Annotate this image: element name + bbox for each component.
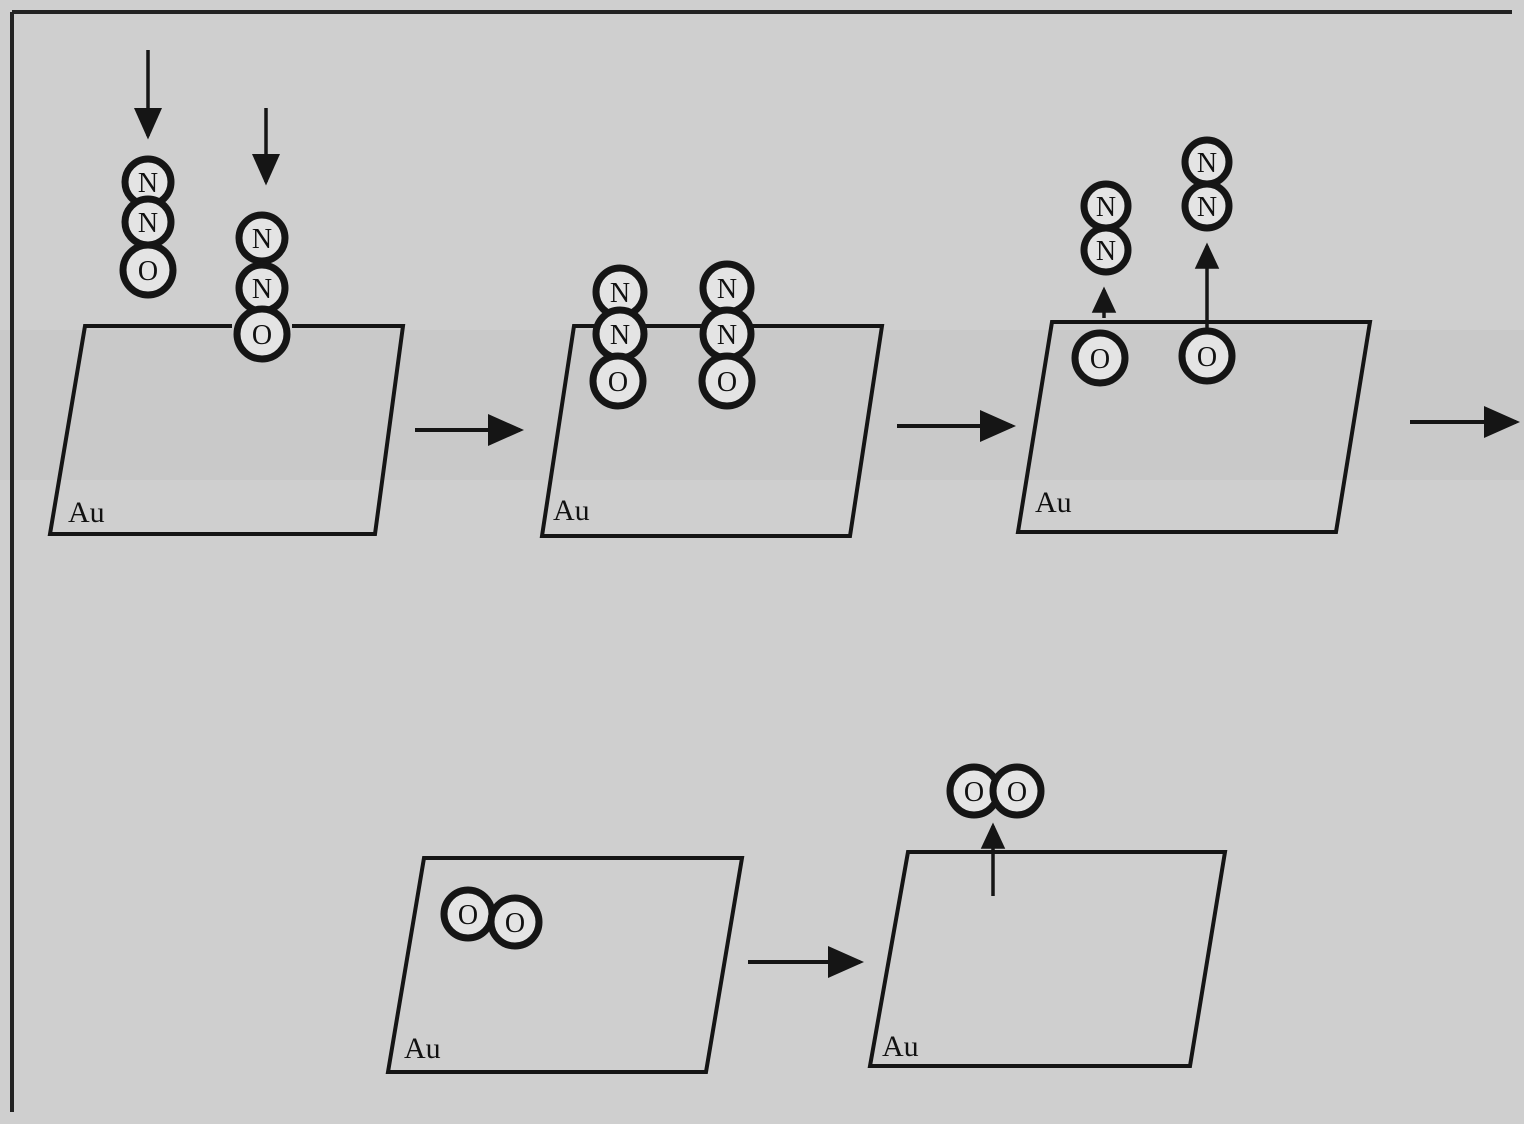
- atom-label-n: N: [610, 278, 630, 309]
- atom-label-n: N: [138, 208, 158, 239]
- n2-molecule: N N: [1181, 136, 1233, 232]
- atom-label-n: N: [138, 168, 158, 199]
- o2-molecule: O O: [946, 763, 1045, 819]
- gold-surface: [385, 856, 745, 1074]
- atom-label-n: N: [717, 274, 737, 305]
- atom-label-o: O: [252, 320, 272, 351]
- nitrogen-atom: [1080, 224, 1132, 276]
- oxygen-atom: [589, 352, 647, 410]
- atom-label-o: O: [505, 908, 525, 939]
- oxygen-atom: [1071, 329, 1129, 387]
- atom-label-o: O: [138, 256, 158, 287]
- atom-label-n: N: [1096, 192, 1116, 223]
- gold-surface: [47, 324, 406, 536]
- atom-label-o: O: [1090, 344, 1110, 375]
- gold-surface: [867, 850, 1228, 1068]
- atom-label-o: O: [717, 367, 737, 398]
- surface-label: Au: [68, 496, 105, 529]
- panel-3: Au N N N N O O: [1015, 136, 1373, 534]
- n2o-adsorbed: N N O: [589, 264, 648, 410]
- gold-surface: [539, 324, 885, 538]
- n2-molecule: N N: [1080, 180, 1132, 276]
- n2o-molecule: N N O: [119, 155, 177, 299]
- n2o-molecule: N N O: [232, 211, 292, 363]
- gray-band: [0, 330, 1524, 480]
- atom-label-n: N: [1096, 236, 1116, 267]
- surface-label: Au: [882, 1030, 919, 1063]
- atom-label-o: O: [964, 777, 984, 808]
- oxygen-atom: [989, 763, 1045, 819]
- atom-label-n: N: [717, 320, 737, 351]
- atom-label-o: O: [1197, 342, 1217, 373]
- panel-2: Au N N O N N O: [539, 260, 885, 538]
- panel-4: Au O O: [385, 856, 745, 1074]
- atom-label-o: O: [608, 367, 628, 398]
- atom-label-n: N: [610, 320, 630, 351]
- atom-label-o: O: [458, 900, 478, 931]
- surface-label: Au: [404, 1032, 441, 1065]
- oxygen-atom: [698, 352, 756, 410]
- atom-label-n: N: [252, 224, 272, 255]
- nitrogen-atom: [235, 211, 289, 265]
- surface-label: Au: [1035, 486, 1072, 519]
- atom-label-n: N: [252, 274, 272, 305]
- surface-label: Au: [553, 494, 590, 527]
- panel-5: Au O O: [867, 763, 1228, 1068]
- oxygen-atom: [233, 305, 291, 363]
- panel-1: Au N N O N N O: [47, 50, 406, 536]
- nitrogen-atom: [1181, 180, 1233, 232]
- gold-surface: [1015, 320, 1373, 534]
- atom-label-n: N: [1197, 148, 1217, 179]
- atom-label-o: O: [1007, 777, 1027, 808]
- o2-molecule: O O: [440, 886, 543, 950]
- oxygen-atom: [119, 241, 177, 299]
- oxygen-atom: [1178, 327, 1236, 385]
- oxygen-atom: [487, 894, 543, 950]
- n2o-adsorbed: N N O: [698, 260, 756, 410]
- atom-label-n: N: [1197, 192, 1217, 223]
